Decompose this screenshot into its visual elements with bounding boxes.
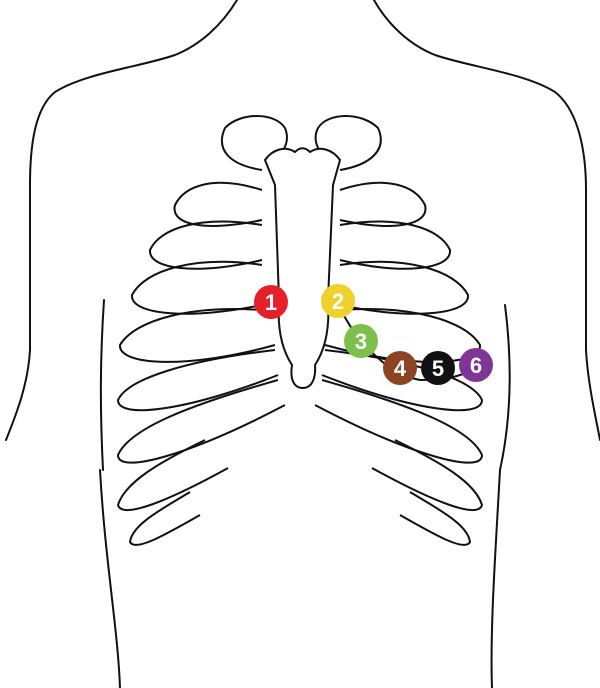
electrode-label: 2 <box>332 289 344 314</box>
electrode-4: 4 <box>383 351 417 385</box>
electrode-1: 1 <box>254 285 288 319</box>
electrode-label: 4 <box>394 356 407 381</box>
electrode-5: 5 <box>421 351 455 385</box>
electrode-2: 2 <box>321 284 355 318</box>
electrode-label: 6 <box>470 353 482 378</box>
electrode-3: 3 <box>344 324 378 358</box>
electrode-6: 6 <box>459 348 493 382</box>
electrode-label: 3 <box>355 329 367 354</box>
sternum <box>265 148 340 388</box>
electrode-label: 5 <box>432 356 444 381</box>
electrode-label: 1 <box>265 290 277 315</box>
